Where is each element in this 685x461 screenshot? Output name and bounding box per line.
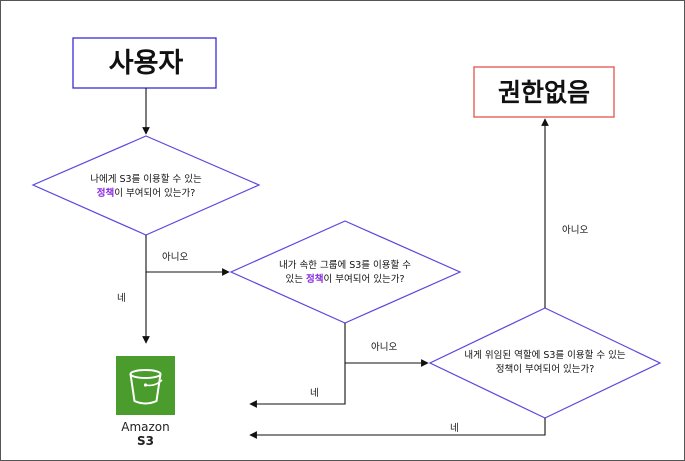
q3-line2: 정책이 부여되어 있는가? <box>496 363 594 375</box>
q1-yes-label: 네 <box>117 293 126 304</box>
q3-no-label: 아니오 <box>562 225 588 236</box>
user-label: 사용자 <box>109 48 184 79</box>
q2-highlight: 정책 <box>306 273 323 285</box>
decision-q3: 내게 위임된 역할에 S3를 이용할 수 있는 정책이 부여되어 있는가? <box>428 307 662 419</box>
edges <box>142 88 549 439</box>
q3-line1: 내게 위임된 역할에 S3를 이용할 수 있는 <box>464 349 626 361</box>
denied-box: 권한없음 <box>473 66 615 118</box>
q1-highlight: 정책 <box>97 187 114 199</box>
q2-yes-label: 네 <box>310 388 319 399</box>
q1-line2-rest: 이 부여되어 있는가? <box>114 187 195 199</box>
bucket-icon <box>129 369 163 405</box>
q1-line2: 정책이 부여되어 있는가? <box>97 187 196 199</box>
q3-yes-label: 네 <box>450 423 459 434</box>
q2-no-label: 아니오 <box>371 342 397 353</box>
s3-node: Amazon S3 <box>116 356 175 448</box>
s3-name-line1: Amazon <box>121 420 170 434</box>
q2-line2: 있는 정책이 부여되어 있는가? <box>286 273 405 285</box>
decision-q2: 내가 속한 그룹에 S3를 이용할 수 있는 정책이 부여되어 있는가? <box>229 220 462 324</box>
user-box: 사용자 <box>72 37 217 89</box>
s3-name-line2: S3 <box>137 434 154 448</box>
edge-q3-yes <box>249 418 546 439</box>
q1-no-label: 아니오 <box>162 252 188 263</box>
q2-line2-pre: 있는 <box>286 273 307 285</box>
denied-label: 권한없음 <box>498 78 590 107</box>
q2-line2-rest: 이 부여되어 있는가? <box>323 273 404 285</box>
decision-q1: 나에게 S3를 이용할 수 있는 정책이 부여되어 있는가? <box>31 135 261 236</box>
q1-line1: 나에게 S3를 이용할 수 있는 <box>90 173 202 185</box>
edge-q2-yes <box>249 363 346 408</box>
q2-line1: 내가 속한 그룹에 S3를 이용할 수 <box>279 260 411 271</box>
